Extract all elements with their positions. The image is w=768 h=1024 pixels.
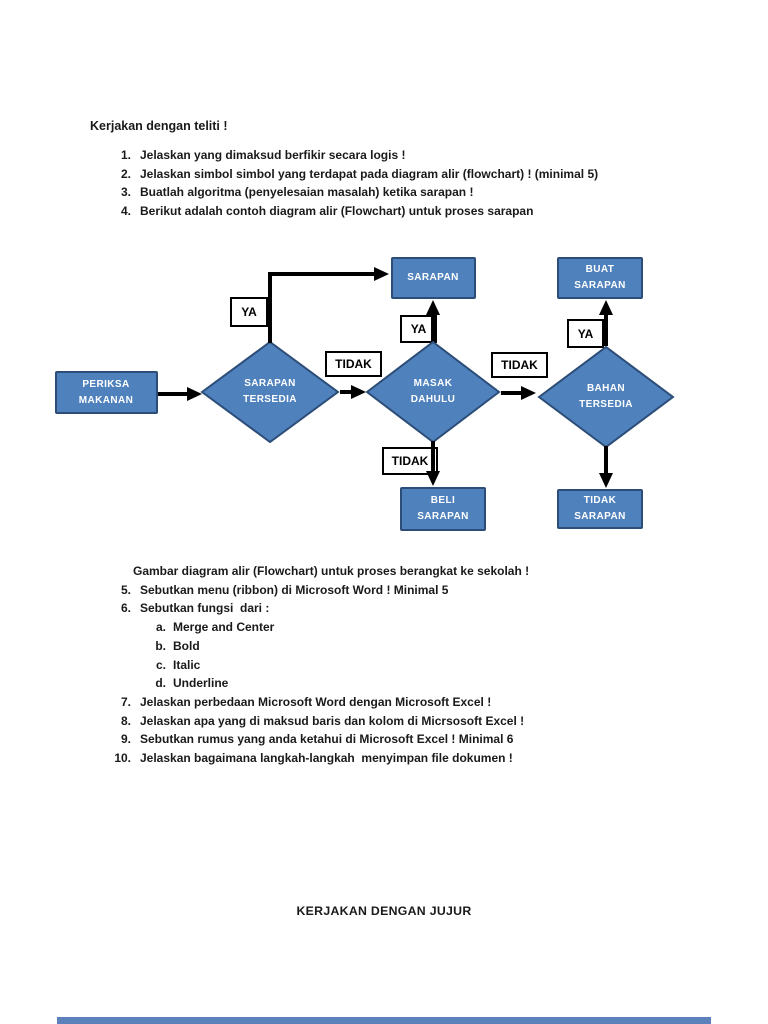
question-text: Italic xyxy=(173,657,201,672)
flow-node-buat-sarapan xyxy=(557,257,643,299)
flow-arrow-ya-to-sarapan xyxy=(268,267,389,343)
question-letter: c. xyxy=(155,657,166,672)
question-text: Berikut adalah contoh diagram alir (Flow… xyxy=(140,204,534,219)
next-page-edge xyxy=(57,1017,711,1024)
branch-label-text: TIDAK xyxy=(391,454,429,468)
question-item: 1. Jelaskan yang dimaksud berfikir secara… xyxy=(95,146,598,165)
branch-label-ya-2: YA xyxy=(400,315,437,343)
question-number: 9. xyxy=(120,732,131,747)
question-number: 8. xyxy=(120,713,131,728)
question-subitem: b. Bold xyxy=(95,637,529,656)
question-item: 9. Sebutkan rumus yang anda ketahui di Mi… xyxy=(95,730,529,749)
question-text: Sebutkan fungsi dari : xyxy=(140,601,270,616)
flow-node-label-buat-sarapan: BUAT SARAPAN xyxy=(574,264,626,291)
question-letter: b. xyxy=(155,638,166,653)
question-list-bottom: Gambar diagram alir (Flowchart) untuk pr… xyxy=(95,562,529,768)
flow-node-label-masak-dahulu: MASAK DAHULU xyxy=(410,378,456,405)
flow-node-tidak-sarapan xyxy=(557,489,643,529)
question-text: Merge and Center xyxy=(173,620,275,635)
flow-node-label-tidak-sarapan: TIDAK SARAPAN xyxy=(574,495,626,522)
branch-label-text: TIDAK xyxy=(335,357,372,371)
page-title: Kerjakan dengan teliti ! xyxy=(90,119,228,133)
question-number: 6. xyxy=(120,601,131,616)
question-list-top: 1. Jelaskan yang dimaksud berfikir secara… xyxy=(95,146,598,221)
flow-node-beli-sarapan xyxy=(400,487,486,531)
branch-label-tidak-3: TIDAK xyxy=(491,352,548,378)
branch-label-text: YA xyxy=(410,322,427,336)
flow-node-label-sarapan: SARAPAN xyxy=(407,272,459,283)
question-subitem: c. Italic xyxy=(95,656,529,675)
question-number: 1. xyxy=(120,148,131,162)
branch-label-text: YA xyxy=(577,326,594,341)
question-item: 2. Jelaskan simbol simbol yang terdapat p… xyxy=(95,165,598,184)
question-text: Jelaskan simbol simbol yang terdapat pad… xyxy=(140,166,599,181)
branch-label-ya-1: YA xyxy=(230,297,268,327)
question-item: 3. Buatlah algoritma (penyelesaian masala… xyxy=(95,183,598,202)
branch-label-text: TIDAK xyxy=(501,358,538,372)
question-letter: d. xyxy=(155,676,166,691)
question-text: Jelaskan perbedaan Microsoft Word dengan… xyxy=(140,694,492,709)
question-text: Jelaskan bagaimana langkah-langkah menyi… xyxy=(140,751,513,766)
flow-node-sarapan xyxy=(391,257,476,299)
question-item: 7. Jelaskan perbedaan Microsoft Word deng… xyxy=(95,693,529,712)
question-subitem: d. Underline xyxy=(95,674,529,693)
question-item: 6. Sebutkan fungsi dari : xyxy=(95,599,529,618)
question-text: Bold xyxy=(173,638,200,653)
question-text: Underline xyxy=(173,676,229,691)
question-item: 8. Jelaskan apa yang di maksud baris dan … xyxy=(95,712,529,731)
question-subitem: a. Merge and Center xyxy=(95,618,529,637)
footer-text: KERJAKAN DENGAN JUJUR xyxy=(296,904,472,918)
flow-node-label-beli-sarapan: BELI SARAPAN xyxy=(417,495,469,522)
flow-node-label-bahan-tersedia: BAHAN TERSEDIA xyxy=(579,383,633,410)
branch-label-text: YA xyxy=(241,305,257,319)
flow-node-label-periksa-makanan: PERIKSA MAKANAN xyxy=(78,379,134,406)
question-text: Jelaskan yang dimaksud berfikir secara l… xyxy=(140,148,406,162)
question-text: Sebutkan rumus yang anda ketahui di Micr… xyxy=(140,732,514,747)
question-number: 4. xyxy=(120,204,131,219)
question-number: 7. xyxy=(120,694,131,709)
flowchart-caption: Gambar diagram alir (Flowchart) untuk pr… xyxy=(95,562,529,581)
flow-node-periksa-makanan xyxy=(55,371,158,414)
question-letter: a. xyxy=(155,620,166,635)
flow-node-label-sarapan-tersedia: SARAPAN TERSEDIA xyxy=(243,378,297,405)
question-text: Sebutkan menu (ribbon) di Microsoft Word… xyxy=(140,582,449,597)
question-item: 10. Jelaskan bagaimana langkah-langkah me… xyxy=(95,749,529,768)
question-text: Buatlah algoritma (penyelesaian masalah)… xyxy=(140,185,474,200)
question-item: 4. Berikut adalah contoh diagram alir (Fl… xyxy=(95,202,598,221)
branch-label-ya-3: YA xyxy=(567,319,604,348)
question-number: 3. xyxy=(120,185,131,200)
question-number: 2. xyxy=(120,166,131,181)
caption-text: Gambar diagram alir (Flowchart) untuk pr… xyxy=(133,564,530,578)
branch-label-tidak-1: TIDAK xyxy=(325,351,382,377)
question-text: Jelaskan apa yang di maksud baris dan ko… xyxy=(140,713,525,728)
question-number: 10. xyxy=(114,751,131,766)
question-number: 5. xyxy=(120,582,131,597)
question-item: 5. Sebutkan menu (ribbon) di Microsoft Wo… xyxy=(95,581,529,600)
branch-label-tidak-2: TIDAK xyxy=(382,447,438,475)
